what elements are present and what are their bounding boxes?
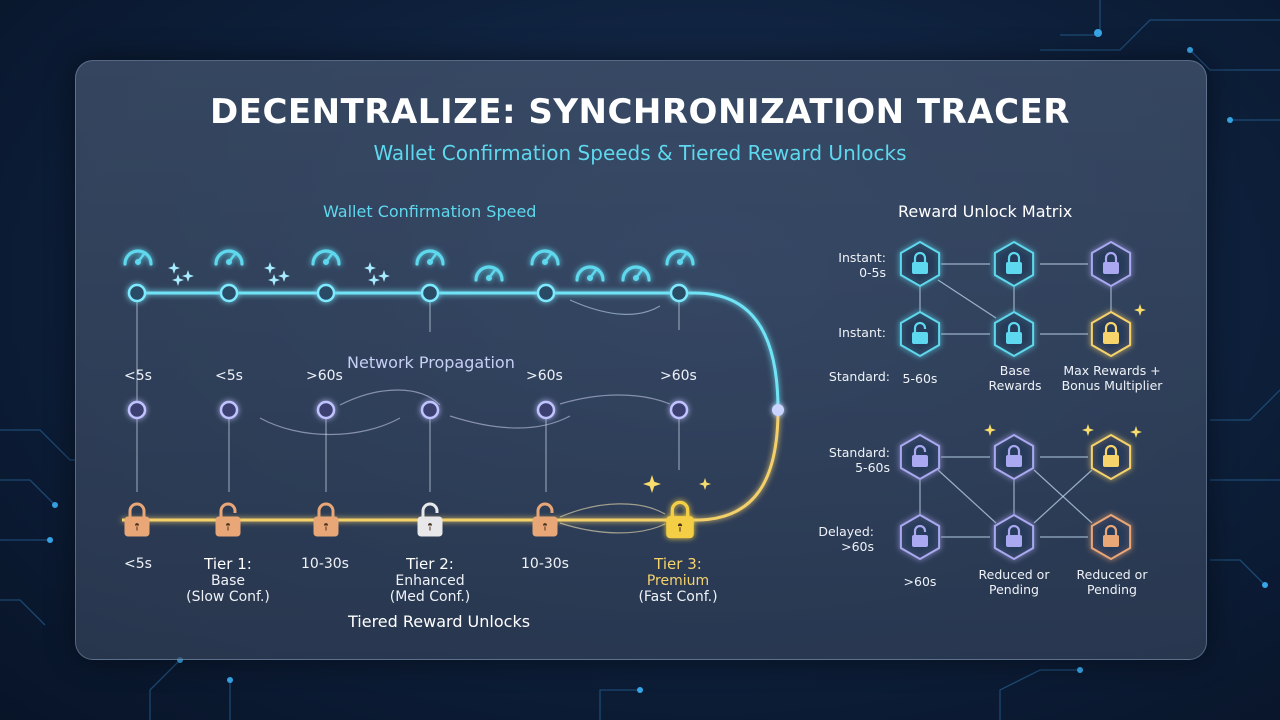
reduced-label: Reduced or Pending [978, 567, 1050, 597]
speed-nodes [127, 283, 689, 303]
tier-line [122, 409, 780, 534]
signal-sparkles [168, 262, 390, 286]
propagation-time-label: >60s [660, 368, 697, 384]
gauge-icon [665, 249, 695, 267]
page-subtitle: Wallet Confirmation Speeds & Tiered Rewa… [373, 141, 907, 165]
matrix-unlock-node [899, 310, 941, 358]
tier-1-label: Tier 1: Base (Slow Conf.) [186, 555, 270, 605]
main-panel [75, 60, 1207, 660]
speed-section-label: Wallet Confirmation Speed [323, 202, 537, 221]
matrix-lock-node [993, 240, 1035, 288]
matrix-row-label: Standard: 5-60s [828, 445, 890, 475]
matrix-unlock-node [899, 433, 941, 481]
matrix-row-label: Standard: [828, 369, 890, 384]
vertical-connectors [136, 300, 680, 492]
propagation-label: Network Propagation [347, 353, 515, 372]
matrix-lock-node [1090, 240, 1132, 288]
matrix-range-label: 5-60s [902, 371, 938, 386]
matrix-lock-node [1090, 433, 1132, 481]
unlock-icon [531, 502, 559, 538]
matrix-connectors [919, 263, 1112, 538]
reduced-label: Reduced or Pending [1076, 567, 1148, 597]
gauge-icon [415, 249, 445, 267]
gauge-icon [530, 249, 560, 267]
matrix-lock-node [1090, 513, 1132, 561]
matrix-unlock-node [899, 513, 941, 561]
gauge-icon [474, 265, 504, 283]
gauge-icon [311, 249, 341, 267]
gauge-icon [575, 265, 605, 283]
gauge-icon [123, 249, 153, 267]
unlock-icon [214, 502, 242, 538]
tiered-rewards-label: Tiered Reward Unlocks [348, 612, 531, 631]
sparkle-icon [643, 475, 711, 493]
convergence-node [772, 404, 784, 416]
matrix-lock-node [1090, 310, 1132, 358]
matrix-range-label: >60s [903, 574, 937, 589]
matrix-lock-node [993, 513, 1035, 561]
propagation-time-label: >60s [306, 368, 343, 384]
tier-3-label: Tier 3: Premium (Fast Conf.) [638, 555, 718, 605]
confirmation-speed-line [130, 291, 780, 411]
matrix-row-label: Instant: 0-5s [838, 250, 886, 280]
matrix-row-label: Delayed: >60s [818, 524, 874, 554]
page-title: DECENTRALIZE: SYNCHRONIZATION TRACER [210, 92, 1070, 132]
max-rewards-label: Max Rewards + Bonus Multiplier [1061, 363, 1163, 393]
unlock-icon [416, 502, 444, 538]
lock-icon [123, 502, 151, 538]
tier-time-label: 10-30s [301, 556, 349, 572]
premium-lock-icon [665, 500, 695, 540]
matrix-lock-node [899, 240, 941, 288]
propagation-time-label: <5s [124, 368, 152, 384]
propagation-nodes [127, 400, 689, 420]
gauge-icon [621, 265, 651, 283]
lock-icon [312, 502, 340, 538]
matrix-lock-node [993, 433, 1035, 481]
matrix-row-label: Instant: [838, 325, 886, 340]
base-rewards-label: Base Rewards [988, 363, 1042, 393]
propagation-time-label: >60s [526, 368, 563, 384]
tier-time-label: <5s [124, 556, 152, 572]
gauge-icon [214, 249, 244, 267]
propagation-time-label: <5s [215, 368, 243, 384]
tier-2-label: Tier 2: Enhanced (Med Conf.) [389, 555, 471, 605]
tier-time-label: 10-30s [521, 556, 569, 572]
matrix-lock-node [993, 310, 1035, 358]
matrix-title: Reward Unlock Matrix [898, 202, 1073, 221]
